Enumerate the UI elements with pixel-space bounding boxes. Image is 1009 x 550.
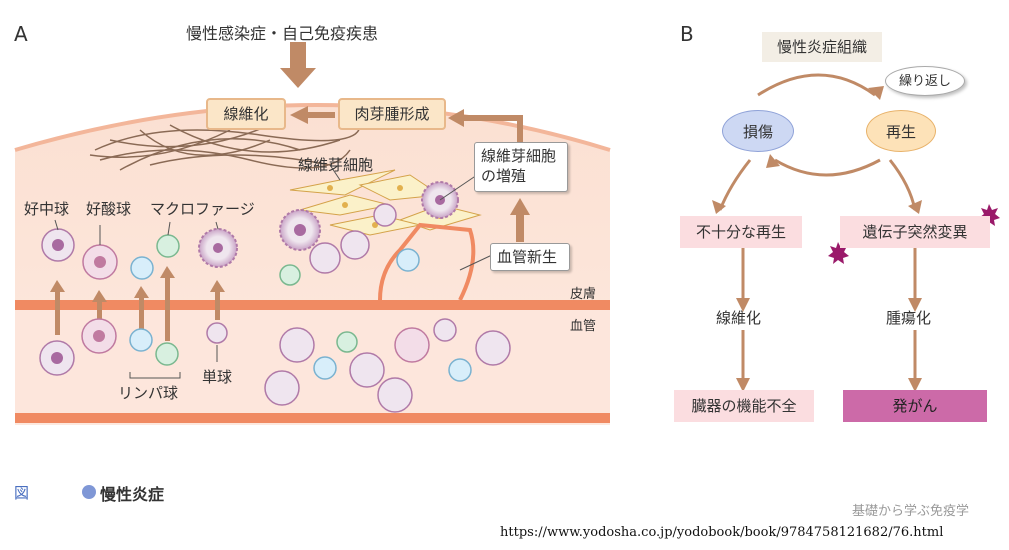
vessel-cells bbox=[39, 318, 511, 413]
neutrophil-label: 好中球 bbox=[24, 200, 70, 218]
eosinophil-label: 好酸球 bbox=[86, 200, 132, 218]
cause-label: 慢性感染症・自己免疫疾患 bbox=[186, 24, 379, 43]
fibroblast-label: 線維芽細胞 bbox=[298, 156, 374, 174]
figure-label: 図 bbox=[14, 484, 30, 502]
damage-oval: 損傷 bbox=[722, 110, 794, 152]
skin-label: 皮膚 bbox=[570, 287, 597, 302]
panel-b-label: B bbox=[680, 22, 694, 46]
lymphocyte-bracket bbox=[129, 372, 181, 379]
lymphocyte-tissue-1 bbox=[130, 256, 154, 280]
lymphocyte-tissue-2 bbox=[156, 234, 180, 258]
fibroblast-proliferation-callout: 線維芽細胞 の増殖 bbox=[474, 142, 568, 192]
arrow-cause-down bbox=[280, 42, 316, 88]
macrophage-label: マクロファージ bbox=[150, 200, 255, 218]
fibrosis-result-label: 線維化 bbox=[716, 309, 762, 327]
regeneration-oval: 再生 bbox=[866, 110, 936, 152]
vessel-wall-top bbox=[15, 300, 610, 310]
macrophage-tissue bbox=[198, 228, 238, 268]
arrow-proliferation-to-granulation bbox=[460, 115, 523, 150]
fibroblast-proliferation-line2: の増殖 bbox=[481, 167, 527, 185]
emigration-arrows bbox=[50, 266, 225, 341]
panel-a-label: A bbox=[14, 22, 28, 46]
caption-dot bbox=[82, 485, 96, 499]
panel-b-arrows bbox=[712, 73, 1000, 392]
panel-a-illustration bbox=[14, 42, 611, 425]
lymphocyte-label: リンパ球 bbox=[118, 384, 179, 402]
vessel-label: 血管 bbox=[570, 319, 597, 334]
fibroblast-proliferation-line1: 線維芽細胞 bbox=[481, 147, 557, 165]
repeat-bubble: 繰り返し bbox=[885, 66, 965, 96]
angiogenesis-callout: 血管新生 bbox=[490, 243, 570, 271]
insufficient-regeneration-box: 不十分な再生 bbox=[680, 216, 802, 248]
tumor-label: 腫瘍化 bbox=[886, 309, 932, 327]
chronic-tissue-title: 慢性炎症組織 bbox=[762, 32, 882, 62]
monocyte-label: 単球 bbox=[202, 368, 233, 386]
credit-text: 基礎から学ぶ免疫学 bbox=[852, 504, 970, 519]
mutation-box: 遺伝子突然変異 bbox=[840, 216, 990, 248]
eosinophil-tissue bbox=[82, 244, 118, 280]
arrow-granulation-to-fibrosis bbox=[290, 106, 335, 124]
tissue-top-edge bbox=[14, 103, 611, 152]
cancer-box: 発がん bbox=[843, 390, 987, 422]
vessel-wall-gaps bbox=[20, 303, 370, 307]
fiber-network bbox=[89, 119, 361, 171]
arrow-angiogenesis-up bbox=[510, 198, 530, 242]
fibrosis-box: 線維化 bbox=[206, 98, 286, 130]
caption-title: 慢性炎症 bbox=[100, 485, 165, 504]
neutrophil-tissue bbox=[41, 228, 75, 262]
new-vessel bbox=[378, 222, 476, 301]
tissue-cells bbox=[279, 203, 420, 286]
label-pointers bbox=[54, 164, 493, 271]
source-url: https://www.yodosha.co.jp/yodobook/book/… bbox=[500, 525, 944, 540]
organ-failure-box: 臓器の機能不全 bbox=[674, 390, 814, 422]
granulation-box: 肉芽腫形成 bbox=[338, 98, 446, 130]
vessel-wall-bottom bbox=[15, 413, 610, 423]
